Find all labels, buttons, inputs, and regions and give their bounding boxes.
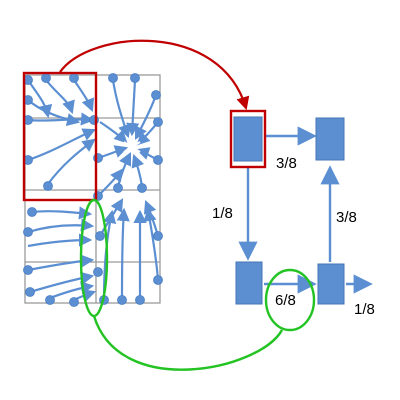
label-bottom: 6/8 <box>275 292 296 309</box>
node <box>113 183 123 193</box>
node-box-bottom-right <box>317 263 345 305</box>
node <box>151 90 161 100</box>
green-highlight-label <box>264 268 316 332</box>
streamline <box>45 79 75 115</box>
node <box>93 267 103 277</box>
node <box>153 231 163 241</box>
streamline <box>27 254 95 272</box>
streamline <box>143 207 160 281</box>
node-box-top-right <box>315 117 345 161</box>
red-highlight-node <box>229 109 267 169</box>
node <box>23 227 33 237</box>
node <box>117 295 127 305</box>
node <box>45 295 55 305</box>
label-top-right: 3/8 <box>276 155 297 172</box>
streamline <box>27 218 95 234</box>
label-left-down: 1/8 <box>212 205 233 222</box>
node <box>69 73 79 83</box>
node <box>95 231 105 241</box>
streamline <box>135 94 158 140</box>
coarse-graph: 3/8 1/8 3/8 6/8 1/8 <box>212 109 375 332</box>
streamline <box>29 271 95 294</box>
streamline <box>27 233 93 248</box>
node-box-top-left <box>233 116 263 162</box>
streamline <box>126 79 140 137</box>
node <box>25 287 35 297</box>
node <box>23 265 33 275</box>
label-outflow: 1/8 <box>354 301 375 318</box>
green-highlight-ellipse <box>79 198 109 318</box>
node-box-bottom-left <box>235 261 263 305</box>
green-connector-curve <box>92 315 284 371</box>
node <box>43 181 53 191</box>
streamline <box>99 121 128 144</box>
streamline <box>27 128 97 162</box>
node <box>41 73 51 83</box>
label-right-up: 3/8 <box>336 209 357 226</box>
node <box>137 183 147 193</box>
red-connector-arrow <box>59 39 250 111</box>
streamline <box>47 138 96 185</box>
flow-grid <box>23 73 163 307</box>
streamline <box>49 281 95 300</box>
node <box>153 155 163 165</box>
streamline <box>116 207 130 299</box>
node <box>27 207 37 217</box>
node <box>108 73 118 83</box>
node <box>130 73 140 83</box>
streamline <box>73 79 95 113</box>
streamline <box>111 79 131 139</box>
node <box>69 297 79 307</box>
streamlines <box>27 79 160 302</box>
red-highlight-box <box>22 71 98 202</box>
node <box>153 117 163 127</box>
convergence-point <box>123 141 141 153</box>
streamline <box>27 112 95 126</box>
streamline <box>131 153 145 187</box>
streamline <box>31 206 93 220</box>
streamline <box>116 152 131 187</box>
node <box>135 295 145 305</box>
node <box>153 275 163 285</box>
